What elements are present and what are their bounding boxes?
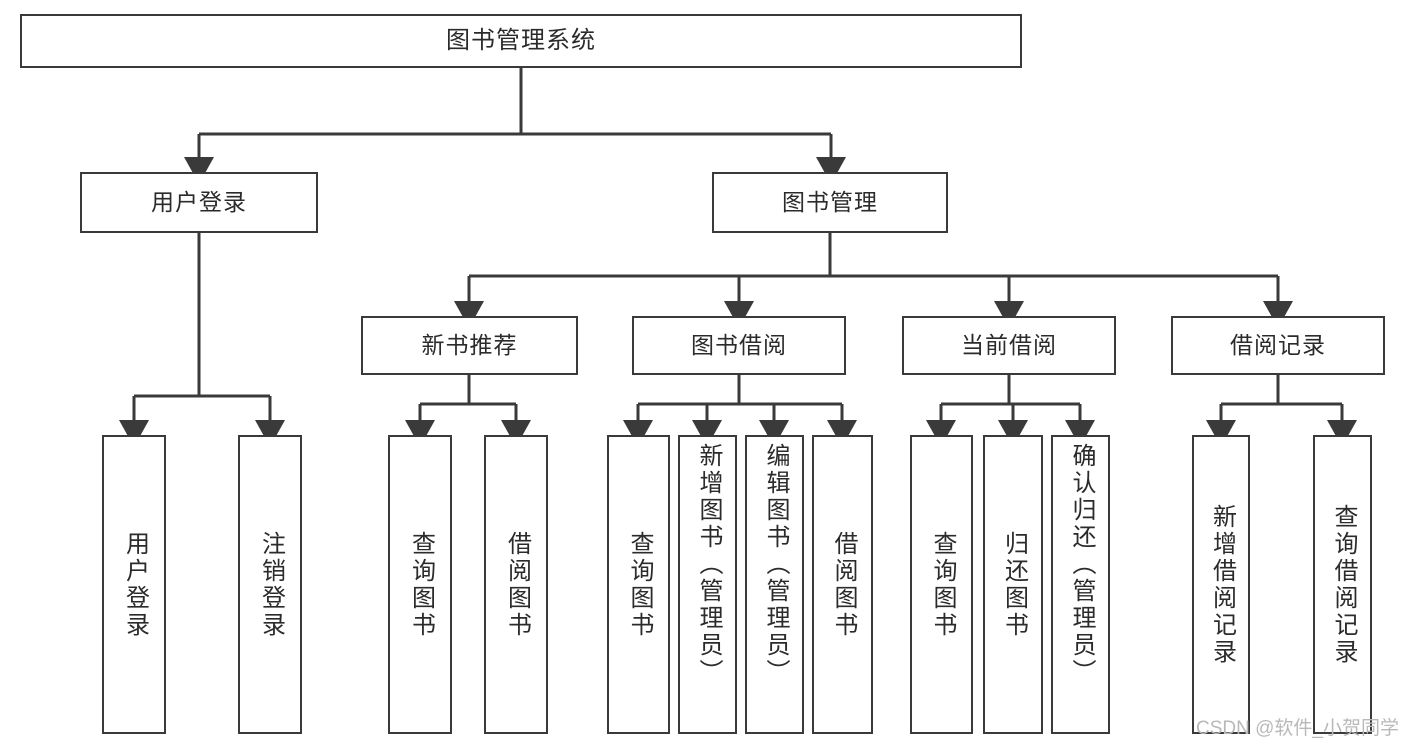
edge-borrowrecord-to-leaves [1206,375,1357,447]
node-book-borrow[interactable]: 图书借阅 [632,316,846,375]
node-root-label: 图书管理系统 [446,27,596,54]
edge-newbook-to-leaves [405,375,531,447]
edge-userlogin-to-leaves [119,233,285,447]
node-current-borrow-label: 当前借阅 [961,332,1057,358]
edge-currentborrow-to-leaves [926,375,1095,447]
node-user-login-label: 用户登录 [151,189,247,215]
node-book-management-label: 图书管理 [782,189,878,215]
leaf-confirm-return-label: 确认归还（管理员） [1067,443,1095,686]
node-current-borrow[interactable]: 当前借阅 [902,316,1116,375]
leaf-query-borrow-record[interactable]: 查询借阅记录 [1313,435,1372,734]
leaf-edit-book[interactable]: 编辑图书（管理员） [745,435,804,734]
edge-bookborrow-to-leaves [623,375,857,447]
leaf-user-logout[interactable]: 注销登录 [238,435,302,734]
leaf-borrow-book-1-label: 借阅图书 [503,530,531,639]
leaf-return-book-label: 归还图书 [1000,530,1028,639]
node-new-book-recommend[interactable]: 新书推荐 [361,316,578,375]
node-user-login[interactable]: 用户登录 [80,172,318,233]
leaf-edit-book-label: 编辑图书（管理员） [761,443,789,686]
node-book-borrow-label: 图书借阅 [691,332,787,358]
node-root[interactable]: 图书管理系统 [20,14,1022,68]
leaf-user-login-label: 用户登录 [121,530,149,639]
leaf-query-book-3-label: 查询图书 [928,530,956,639]
leaf-add-book-label: 新增图书（管理员） [694,443,722,686]
leaf-add-book[interactable]: 新增图书（管理员） [678,435,737,734]
leaf-confirm-return[interactable]: 确认归还（管理员） [1051,435,1110,734]
node-borrow-record-label: 借阅记录 [1230,332,1326,358]
leaf-query-book-1-label: 查询图书 [407,530,435,639]
leaf-query-book-2-label: 查询图书 [625,530,653,639]
edge-bookmgmt-to-level3 [454,233,1293,328]
edge-root-to-level2 [184,68,846,184]
node-book-management[interactable]: 图书管理 [712,172,948,233]
leaf-user-login[interactable]: 用户登录 [102,435,166,734]
leaf-return-book[interactable]: 归还图书 [983,435,1043,734]
leaf-borrow-book-1[interactable]: 借阅图书 [484,435,548,734]
node-new-book-recommend-label: 新书推荐 [421,332,518,358]
leaf-add-borrow-record[interactable]: 新增借阅记录 [1192,435,1250,734]
leaf-borrow-book-2-label: 借阅图书 [829,530,857,639]
node-borrow-record[interactable]: 借阅记录 [1171,316,1385,375]
leaf-add-borrow-record-label: 新增借阅记录 [1208,503,1236,666]
leaf-borrow-book-2[interactable]: 借阅图书 [812,435,873,734]
leaf-query-borrow-record-label: 查询借阅记录 [1329,503,1357,666]
leaf-query-book-3[interactable]: 查询图书 [910,435,973,734]
leaf-query-book-1[interactable]: 查询图书 [388,435,452,734]
watermark: CSDN @软件_小贺同学 [1196,718,1399,739]
leaf-user-logout-label: 注销登录 [257,530,285,639]
leaf-query-book-2[interactable]: 查询图书 [607,435,670,734]
